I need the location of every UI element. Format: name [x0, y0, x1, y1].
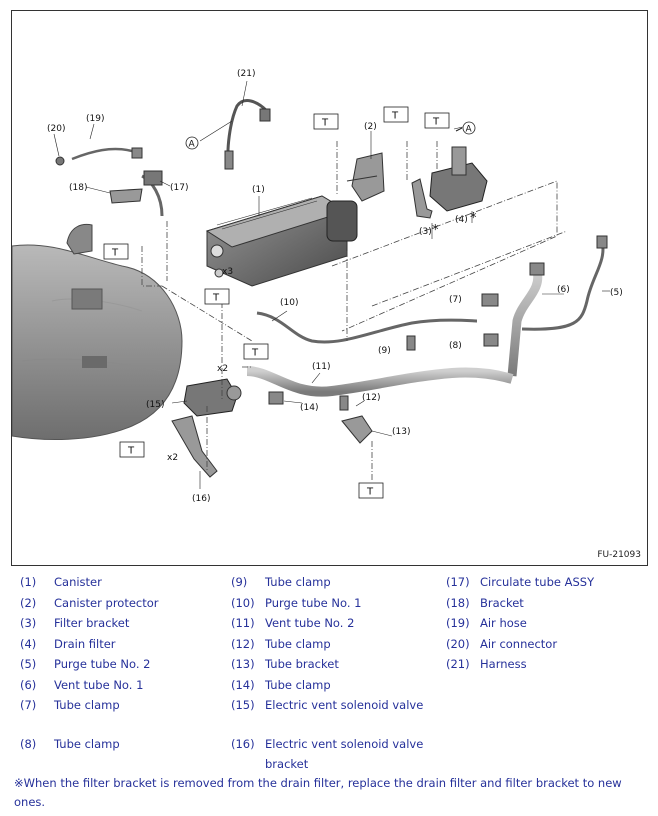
legend-item: (7)Tube clamp	[20, 698, 120, 712]
legend-item: (3)Filter bracket	[20, 616, 130, 630]
svg-text:A: A	[189, 140, 196, 150]
torque-box: T	[424, 112, 450, 129]
fuel-tank	[12, 224, 183, 441]
svg-text:T: T	[366, 487, 374, 498]
purge-tube-no1-part	[256, 311, 478, 344]
marker-a-right: A	[455, 121, 476, 135]
torque-box: T	[313, 113, 339, 130]
torque-box: T	[358, 482, 384, 499]
solenoid-bracket-part	[171, 415, 218, 478]
callout-21: (21)	[237, 69, 255, 79]
harness-part	[224, 99, 271, 170]
legend-item: (11)Vent tube No. 2	[231, 616, 355, 630]
replacement-note: ※When the filter bracket is removed from…	[14, 776, 622, 809]
svg-text:T: T	[251, 348, 259, 359]
legend-item: (13)Tube bracket	[231, 657, 339, 671]
callout-17: (17)	[170, 183, 188, 193]
figure-id: FU-21093	[597, 550, 641, 560]
filter-bracket-part	[411, 178, 433, 219]
solenoid-valve-part	[183, 378, 242, 417]
callout-4: (4)	[455, 215, 468, 225]
svg-text:T: T	[127, 446, 135, 457]
tube-clamps	[268, 293, 499, 444]
legend-item: (15)Electric vent solenoid valve	[231, 698, 424, 712]
svg-text:A: A	[466, 125, 473, 135]
svg-text:T: T	[212, 293, 220, 304]
drain-filter-part	[429, 146, 488, 212]
callout-1: (1)	[252, 185, 265, 195]
callout-2: (2)	[364, 122, 377, 132]
exploded-diagram: (1) (2) (3) (4) (5) (6) (7) (8) (9) (10)…	[11, 10, 648, 566]
legend-item: (19)Air hose	[446, 616, 527, 630]
svg-text:T: T	[391, 111, 399, 122]
asterisk-mark: *	[470, 211, 477, 226]
legend-item: (1)Canister	[20, 575, 102, 589]
callout-8: (8)	[449, 341, 462, 351]
diagram-svg: (1) (2) (3) (4) (5) (6) (7) (8) (9) (10)…	[12, 69, 623, 504]
purge-tube-no2-part	[521, 235, 608, 331]
quantity-x2: x2	[167, 453, 178, 463]
callout-6: (6)	[557, 285, 570, 295]
torque-box: T	[204, 288, 230, 305]
marker-a-left: A	[185, 136, 199, 150]
callout-18: (18)	[69, 183, 87, 193]
parts-legend: (1)Canister (2)Canister protector (3)Fil…	[0, 570, 658, 771]
legend-item: (5)Purge tube No. 2	[20, 657, 151, 671]
callout-10: (10)	[280, 298, 298, 308]
torque-box: T	[119, 441, 145, 458]
legend-item: (17)Circulate tube ASSY	[446, 575, 595, 589]
legend-item: (20)Air connector	[446, 637, 558, 651]
asterisk-mark: *	[432, 223, 439, 238]
torque-box: T	[243, 343, 269, 360]
legend-item: (8)Tube clamp	[20, 737, 120, 751]
callout-20: (20)	[47, 124, 65, 134]
legend-item: (2)Canister protector	[20, 596, 159, 610]
callout-13: (13)	[392, 427, 410, 437]
callout-16: (16)	[192, 494, 210, 504]
connection-lines	[141, 141, 568, 481]
legend-item: (21)Harness	[446, 657, 527, 671]
callout-7: (7)	[449, 295, 462, 305]
circulate-tube-part	[109, 170, 164, 217]
callout-5: (5)	[610, 288, 623, 298]
legend-item: (4)Drain filter	[20, 637, 116, 651]
legend-item: (16)Electric vent solenoid valve	[231, 737, 424, 751]
svg-text:T: T	[111, 248, 119, 259]
svg-text:T: T	[321, 118, 329, 129]
callout-15: (15)	[146, 400, 164, 410]
air-hose-part	[55, 147, 143, 166]
callout-12: (12)	[362, 393, 380, 403]
callout-14: (14)	[300, 403, 318, 413]
legend-item: (18)Bracket	[446, 596, 524, 610]
legend-item: (9)Tube clamp	[231, 575, 331, 589]
svg-text:T: T	[432, 117, 440, 128]
legend-item: (6)Vent tube No. 1	[20, 678, 144, 692]
quantity-x3: x3	[222, 267, 233, 277]
legend-item: (12)Tube clamp	[231, 637, 331, 651]
canister-protector-part	[346, 152, 385, 202]
callout-3: (3)	[419, 227, 432, 237]
torque-box: T	[103, 243, 129, 260]
vent-tube-no1-part	[507, 262, 545, 377]
vent-tube-no2-part	[246, 366, 514, 397]
callout-11: (11)	[312, 362, 330, 372]
callout-9: (9)	[378, 346, 391, 356]
quantity-x2: x2	[217, 364, 228, 374]
legend-item-continued: bracket	[265, 757, 309, 771]
callout-19: (19)	[86, 114, 104, 124]
legend-item: (14)Tube clamp	[231, 678, 331, 692]
torque-box: T	[383, 106, 409, 123]
legend-item: (10)Purge tube No. 1	[231, 596, 362, 610]
